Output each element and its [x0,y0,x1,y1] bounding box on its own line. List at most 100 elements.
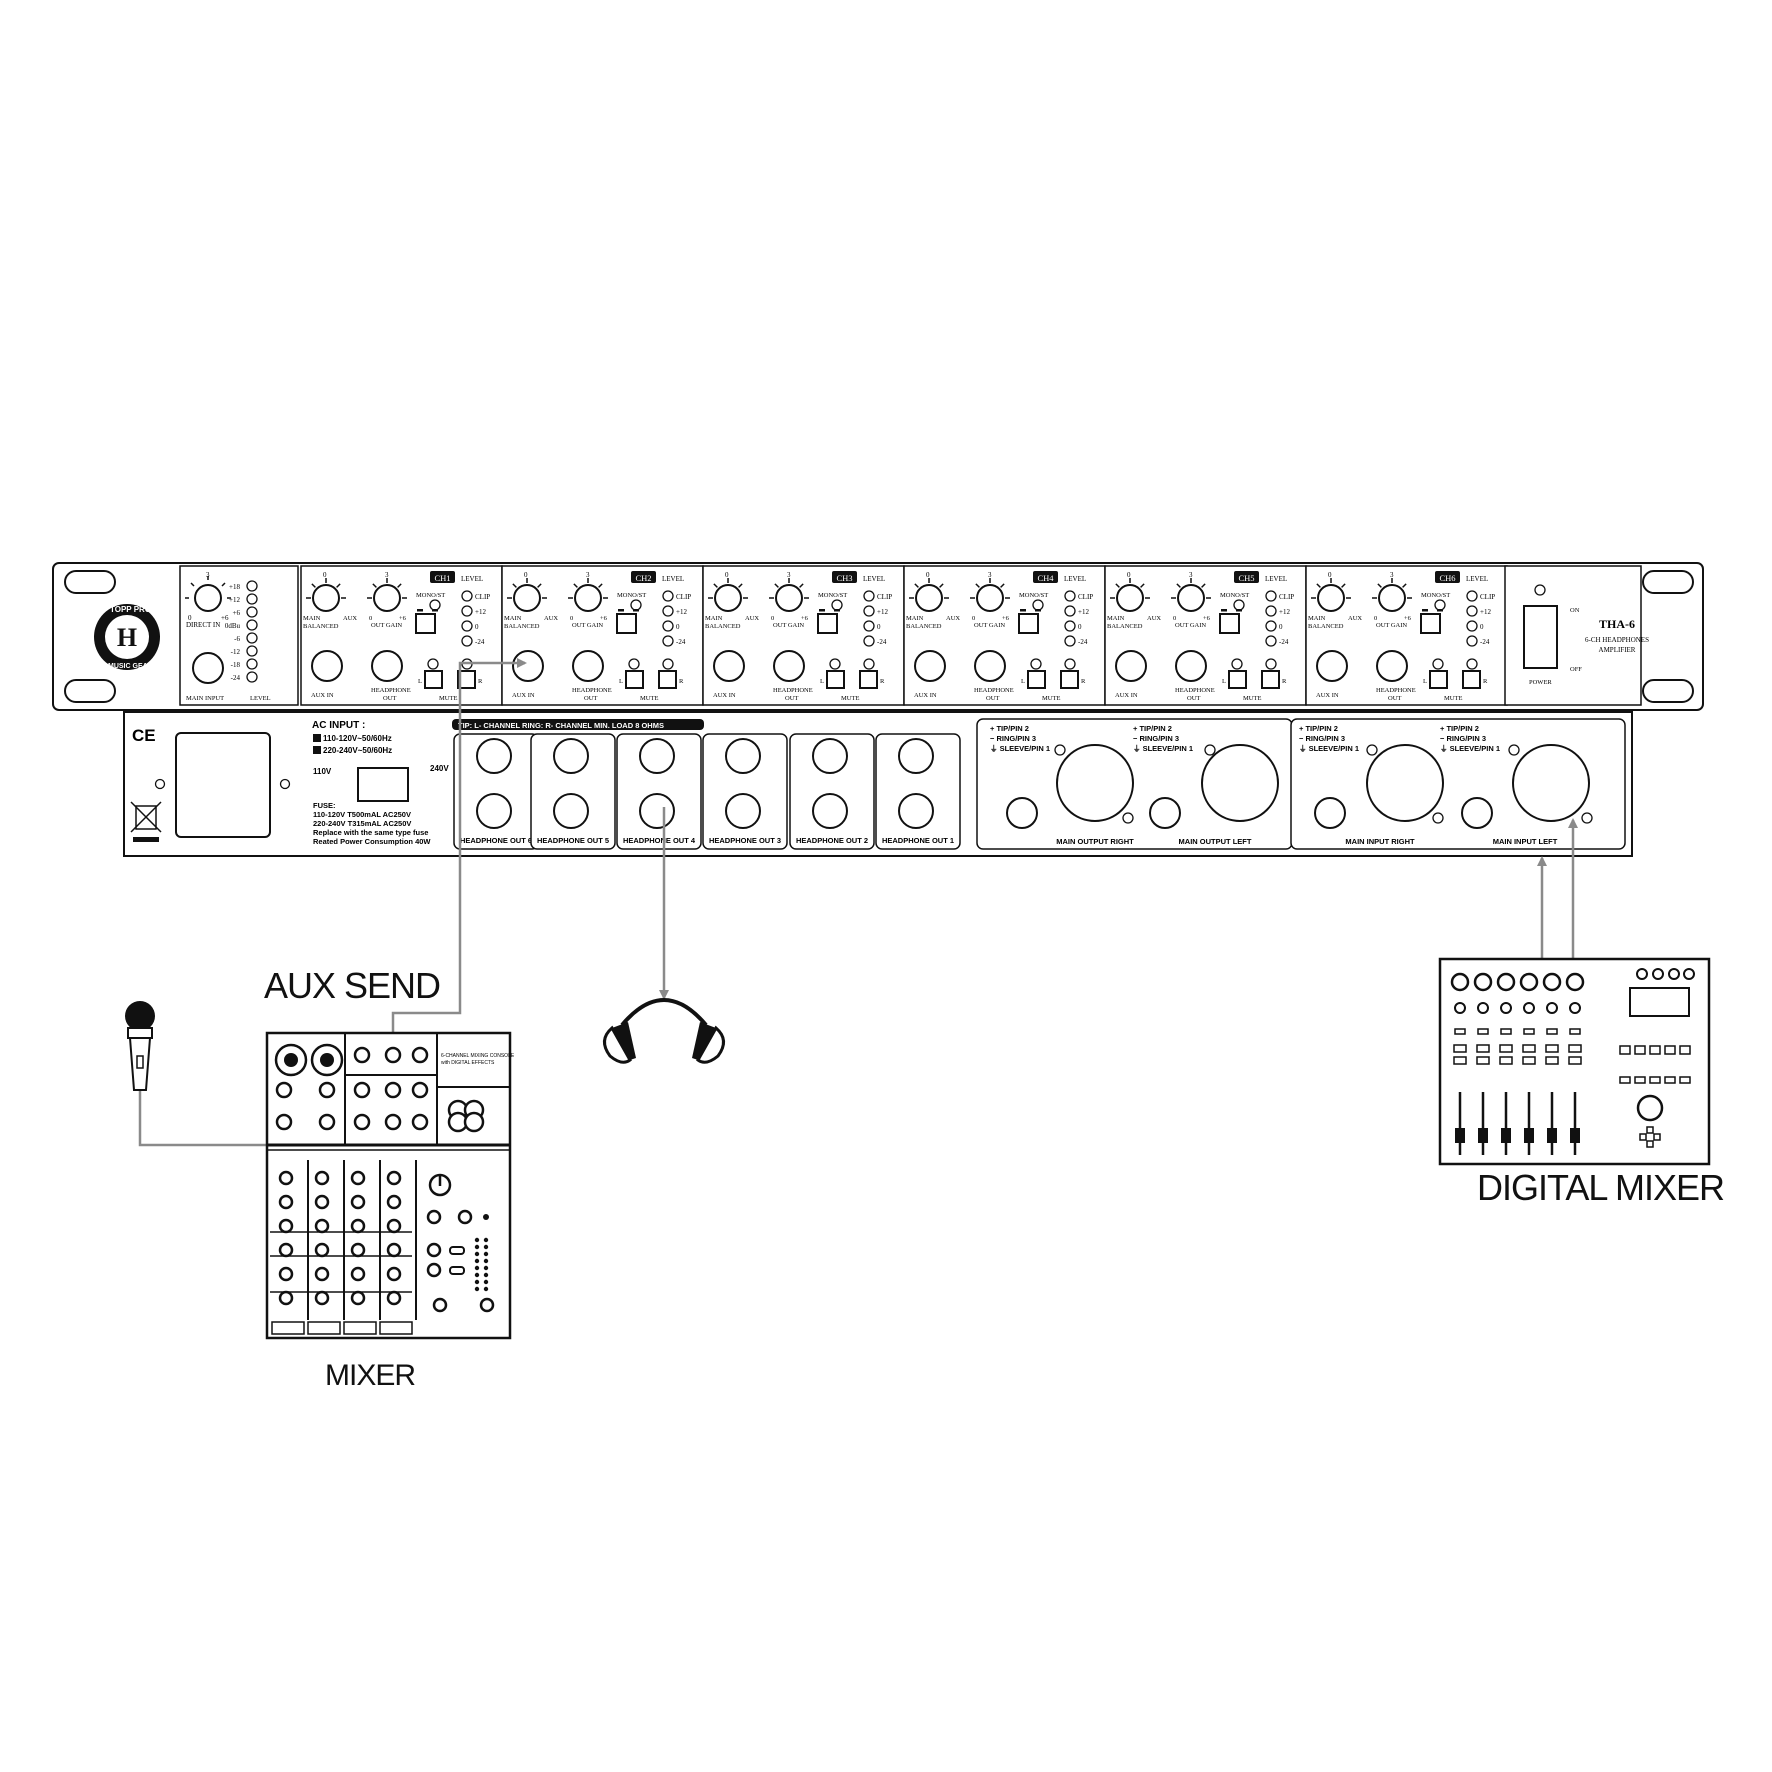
led-indicator [662,605,674,617]
knob-scale-min: 0 [570,615,573,622]
mono-st-led [429,599,441,611]
aux-in-jack[interactable] [311,650,343,682]
voltage-selector[interactable] [357,767,409,802]
main-output-right-xlr[interactable] [1056,744,1134,822]
led-indicator [662,590,674,602]
headphone-out-jack[interactable] [725,738,761,774]
mute-right-button[interactable] [1462,670,1481,689]
aux-in-jack[interactable] [512,650,544,682]
meter-label: -24 [877,638,887,646]
mute-left-button[interactable] [1228,670,1247,689]
level-label: LEVEL [1466,575,1488,583]
led-indicator [662,635,674,647]
mute-right-button[interactable] [1261,670,1280,689]
out-gain-label: OUT GAIN [371,622,402,629]
headphone-out-jack[interactable] [725,793,761,829]
main-input-left-jack[interactable] [1461,797,1493,829]
mono-st-switch[interactable] [1219,613,1240,634]
headphone-out-jack[interactable] [773,650,805,682]
headphone-out-module-2: HEADPHONE OUT 2 [789,733,875,850]
headphone-out-jack[interactable] [812,738,848,774]
aux-in-jack[interactable] [1316,650,1348,682]
mute-left-button[interactable] [424,670,443,689]
main-input-right-jack[interactable] [1314,797,1346,829]
balanced-aux-knob[interactable] [306,578,346,612]
headphone-out-jack[interactable] [898,738,934,774]
balanced-aux-knob[interactable] [708,578,748,612]
aux-in-jack[interactable] [713,650,745,682]
main-input-left-xlr[interactable] [1512,744,1590,822]
knob-scale-top: 3 [988,571,992,579]
headphone-out-label: HEADPHONE OUT 1 [882,836,954,845]
direct-in-label: DIRECT IN [186,621,220,629]
direct-in-knob[interactable] [185,576,231,612]
out-gain-knob[interactable] [1171,578,1211,612]
main-output-right-jack[interactable] [1006,797,1038,829]
out-gain-knob[interactable] [769,578,809,612]
mono-st-switch[interactable] [616,613,637,634]
main-input-jack[interactable] [192,652,224,684]
balanced-aux-knob[interactable] [507,578,547,612]
power-inlet[interactable] [175,732,271,838]
meter-label: -12 [231,648,241,656]
out-gain-knob[interactable] [367,578,407,612]
power-switch[interactable] [1523,605,1558,669]
latch-button[interactable] [1508,744,1520,756]
balanced-aux-knob[interactable] [909,578,949,612]
headphone-out-jack[interactable] [898,793,934,829]
mono-st-switch[interactable] [1018,613,1039,634]
mute-right-button[interactable] [658,670,677,689]
knob-scale-top: 0 [1328,571,1332,579]
headphone-out-jack[interactable] [572,650,604,682]
mute-right-button[interactable] [859,670,878,689]
pin-label: ⏚ SLEEVE/PIN 1 [1133,744,1193,753]
headphone-out-jack[interactable] [1376,650,1408,682]
headphone-out-jack[interactable] [553,738,589,774]
mute-r-label: R [478,678,483,685]
mono-st-switch[interactable] [817,613,838,634]
pin-label: ⏚ SLEEVE/PIN 1 [1299,744,1359,753]
headphone-out-jack[interactable] [974,650,1006,682]
out-gain-knob[interactable] [568,578,608,612]
aux-in-jack[interactable] [914,650,946,682]
latch-button[interactable] [1054,744,1066,756]
mute-left-button[interactable] [1027,670,1046,689]
jog-wheel[interactable] [1636,1094,1664,1122]
headphone-out-jack[interactable] [476,793,512,829]
headphone-out-module-1: HEADPHONE OUT 1 [875,733,961,850]
mute-left-button[interactable] [1429,670,1448,689]
fuse-note: Replace with the same type fuse [313,828,428,837]
mute-left-button[interactable] [625,670,644,689]
mute-right-button[interactable] [1060,670,1079,689]
out-gain-label: OUT GAIN [1175,622,1206,629]
mute-right-button[interactable] [457,670,476,689]
aux-in-jack[interactable] [1115,650,1147,682]
mono-st-switch[interactable] [415,613,436,634]
knob-scale-top: 3 [586,571,590,579]
mute-r-label: R [1282,678,1287,685]
out-gain-knob[interactable] [970,578,1010,612]
headphone-out-jack[interactable] [371,650,403,682]
pin-label: − RING/PIN 3 [1440,734,1486,743]
mute-l-label: L [418,678,422,685]
out-gain-knob[interactable] [1372,578,1412,612]
latch-button[interactable] [1204,744,1216,756]
main-output-left-xlr[interactable] [1201,744,1279,822]
main-output-left-jack[interactable] [1149,797,1181,829]
latch-button[interactable] [1366,744,1378,756]
headphone-out-jack[interactable] [476,738,512,774]
mute-l-label: L [1021,678,1025,685]
balanced-aux-knob[interactable] [1110,578,1150,612]
headphone-out-jack[interactable] [1175,650,1207,682]
headphone-out-jack[interactable] [812,793,848,829]
balanced-aux-knob[interactable] [1311,578,1351,612]
headphone-out-label: HEADPHONE OUT 2 [796,836,868,845]
mute-left-button[interactable] [826,670,845,689]
headphone-out-jack[interactable] [639,793,675,829]
headphone-out-jack[interactable] [639,738,675,774]
main-input-right-xlr[interactable] [1366,744,1444,822]
headphone-out-label: HEADPHONE OUT 6 [460,836,532,845]
mono-st-switch[interactable] [1420,613,1441,634]
headphone-out-jack[interactable] [553,793,589,829]
